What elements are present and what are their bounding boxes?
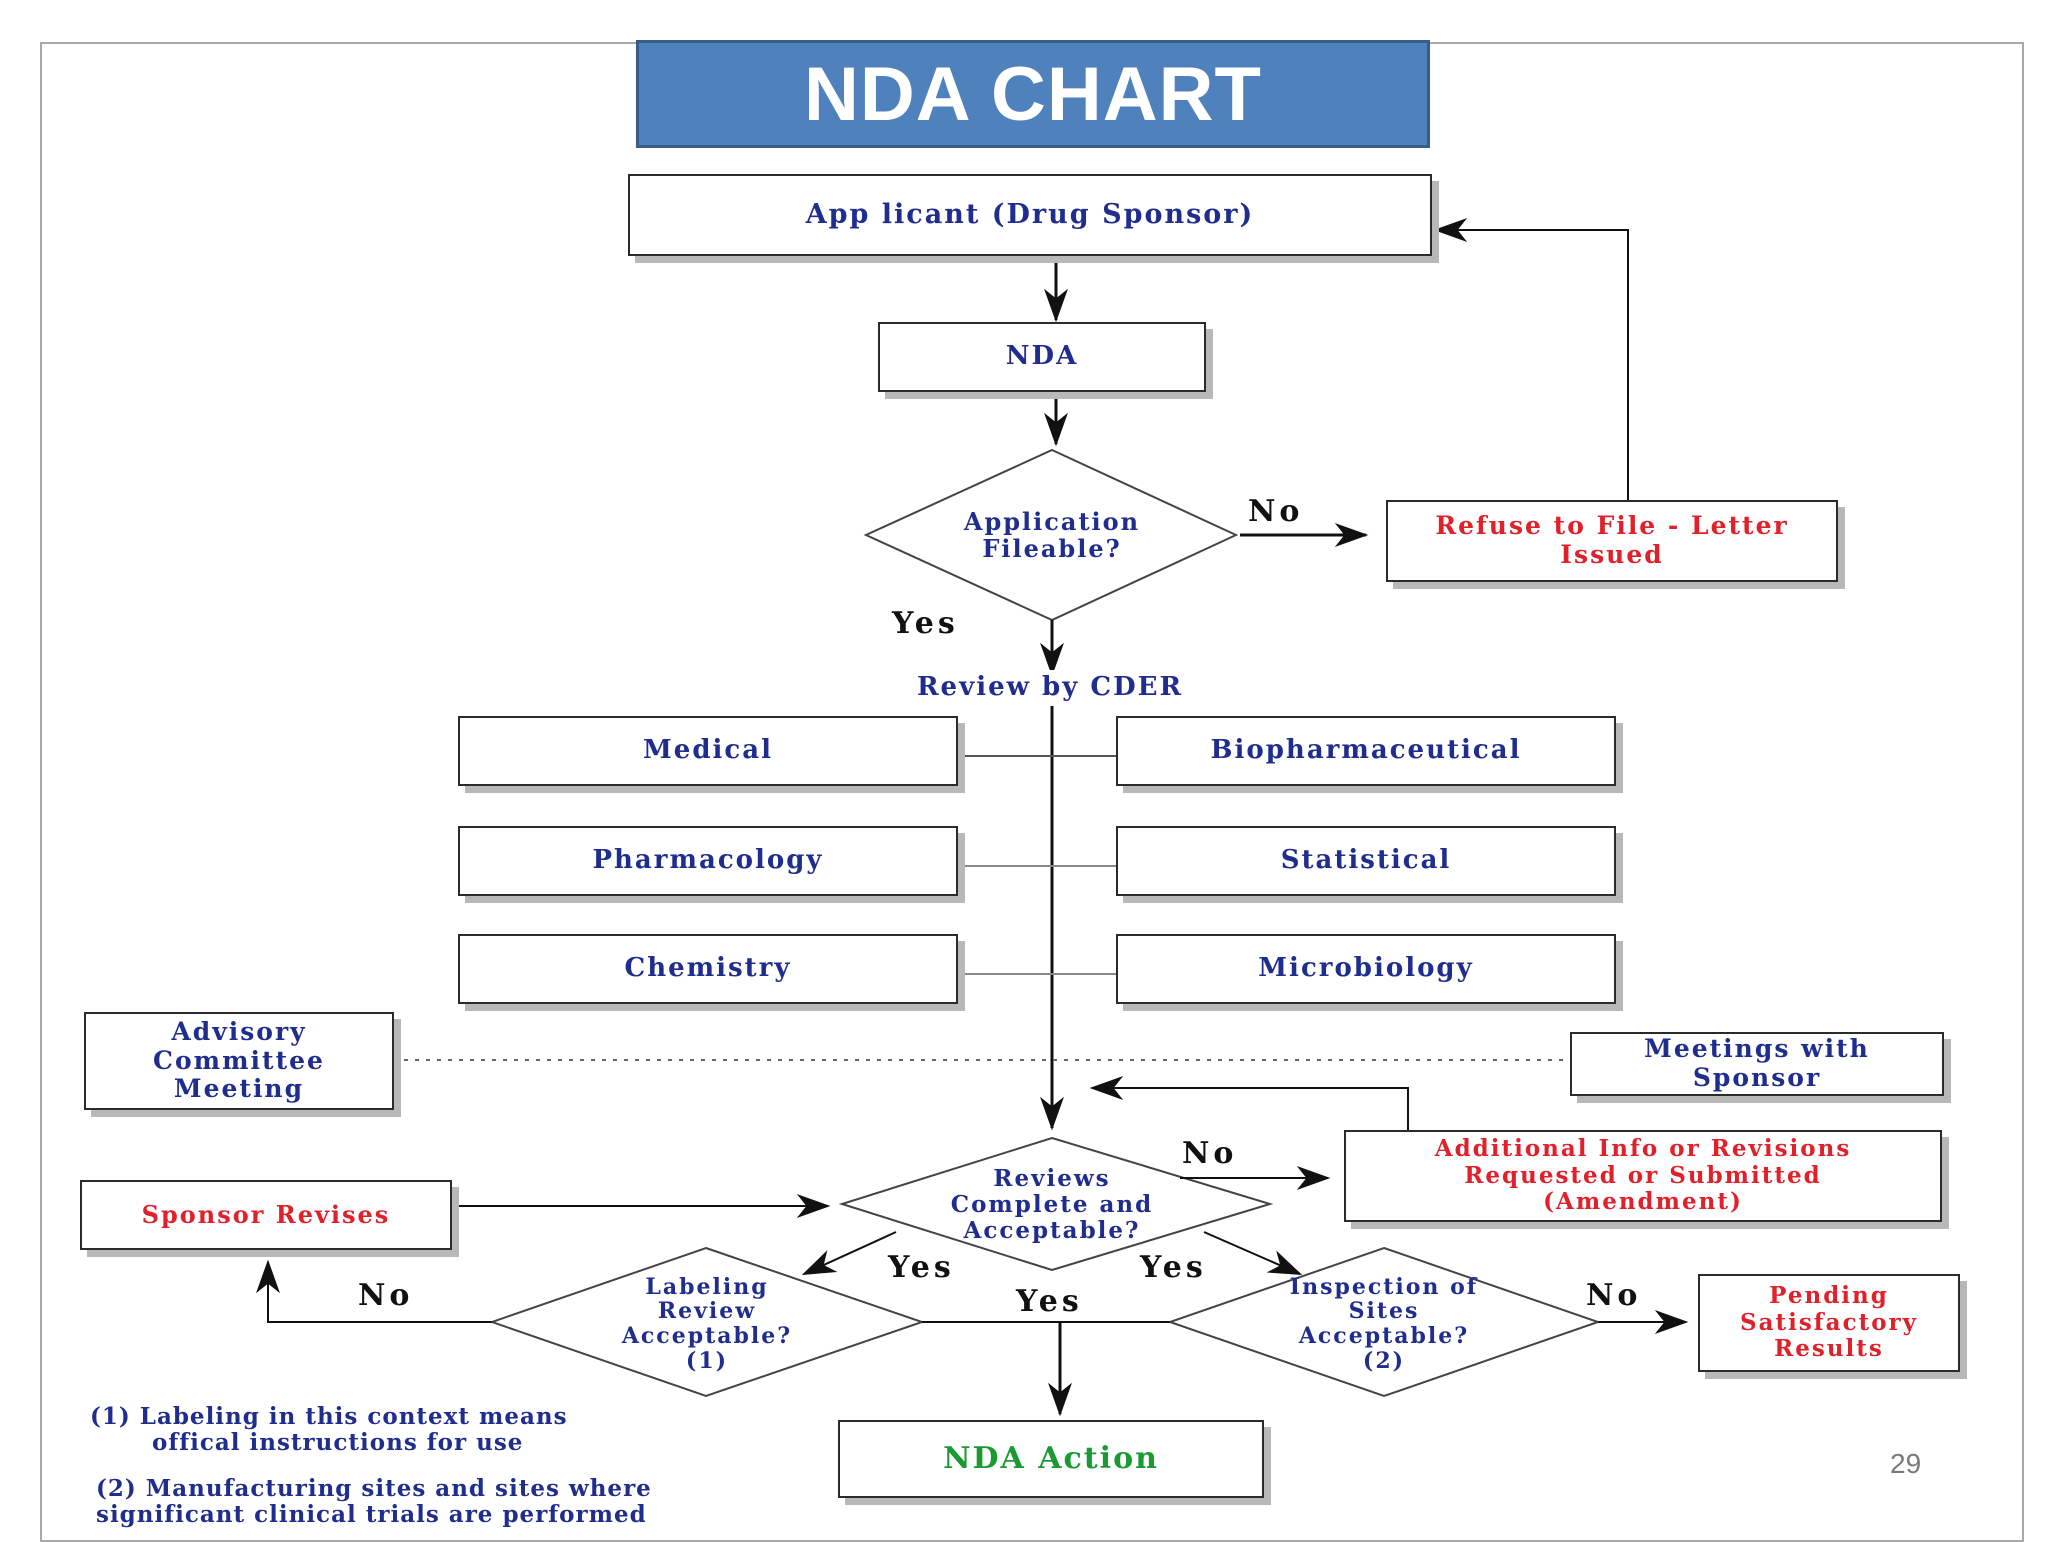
pharmacology-box: Pharmacology xyxy=(458,826,958,896)
statistical-label: Statistical xyxy=(1280,845,1452,876)
slide-frame xyxy=(40,42,2024,1542)
labeling-no-label: No xyxy=(358,1278,414,1313)
footnote-2-line-2: significant clinical trials are performe… xyxy=(96,1500,647,1528)
labeling-diamond xyxy=(488,1246,926,1398)
footnote-2: (2) Manufacturing sites and sites where … xyxy=(96,1476,652,1528)
advisory-label: Advisory Committee Meeting xyxy=(153,1016,325,1104)
nda-action-label: NDA Action xyxy=(943,1440,1159,1476)
title-banner: NDA CHART xyxy=(636,40,1430,148)
nda-action-box: NDA Action xyxy=(838,1420,1264,1498)
medical-label: Medical xyxy=(643,735,773,766)
additional-info-label: Additional Info or Revisions Requested o… xyxy=(1434,1135,1852,1216)
medical-box: Medical xyxy=(458,716,958,786)
meetings-box: Meetings with Sponsor xyxy=(1570,1032,1944,1096)
biopharm-label: Biopharmaceutical xyxy=(1210,735,1522,766)
applicant-label: App licant (Drug Sponsor) xyxy=(805,199,1255,231)
edge-labeling-no xyxy=(256,1259,492,1323)
page-number: 29 xyxy=(1890,1448,1922,1479)
pending-label: Pending Satisfactory Results xyxy=(1739,1282,1919,1363)
additional-info-box: Additional Info or Revisions Requested o… xyxy=(1344,1130,1942,1222)
fileable-label: Application Fileable? xyxy=(963,507,1141,563)
footnote-1: (1) Labeling in this context means offic… xyxy=(90,1404,568,1456)
pending-box: Pending Satisfactory Results xyxy=(1698,1274,1960,1372)
refuse-box: Refuse to File - Letter Issued xyxy=(1386,500,1838,582)
nda-box: NDA xyxy=(878,322,1206,392)
inspection-diamond xyxy=(1166,1246,1602,1398)
inspection-label: Inspection of Sites Acceptable? (2) xyxy=(1289,1273,1479,1374)
biopharm-box: Biopharmaceutical xyxy=(1116,716,1616,786)
refuse-label: Refuse to File - Letter Issued xyxy=(1435,511,1789,569)
microbiology-label: Microbiology xyxy=(1258,953,1474,984)
advisory-box: Advisory Committee Meeting xyxy=(84,1012,394,1110)
sponsor-revises-label: Sponsor Revises xyxy=(141,1200,391,1230)
microbiology-box: Microbiology xyxy=(1116,934,1616,1004)
edge-reviews-inspection xyxy=(1203,1231,1303,1275)
labeling-label: Labeling Review Acceptable? (1) xyxy=(621,1273,793,1374)
applicant-box: App licant (Drug Sponsor) xyxy=(628,174,1432,256)
statistical-box: Statistical xyxy=(1116,826,1616,896)
fileable-no-label: No xyxy=(1248,494,1304,529)
reviews-yes-left-label: Yes xyxy=(888,1250,955,1285)
meetings-label: Meetings with Sponsor xyxy=(1644,1034,1870,1092)
review-by-cder-label: Review by CDER xyxy=(860,670,1240,706)
nda-label: NDA xyxy=(1005,341,1079,372)
pharmacology-label: Pharmacology xyxy=(592,845,824,876)
edge-reviews-labeling xyxy=(801,1231,897,1275)
page-title: NDA CHART xyxy=(804,51,1262,137)
reviews-complete-label: Reviews Complete and Acceptable? xyxy=(950,1165,1154,1244)
chemistry-box: Chemistry xyxy=(458,934,958,1004)
footnote-2-line-1: (2) Manufacturing sites and sites where xyxy=(96,1475,652,1502)
reviews-yes-right-label: Yes xyxy=(1140,1250,1207,1285)
action-yes-label: Yes xyxy=(1016,1284,1083,1319)
reviews-no-label: No xyxy=(1182,1136,1238,1171)
footnote-1-line-2: offical instructions for use xyxy=(152,1428,524,1456)
chemistry-label: Chemistry xyxy=(624,953,792,984)
footnote-1-line-1: (1) Labeling in this context means xyxy=(90,1403,568,1430)
sponsor-revises-box: Sponsor Revises xyxy=(80,1180,452,1250)
inspection-no-label: No xyxy=(1586,1278,1642,1313)
reviews-diamond xyxy=(838,1136,1274,1272)
fileable-yes-label: Yes xyxy=(892,606,959,641)
edge-additional-to-spine xyxy=(1089,1076,1409,1130)
edge-refuse-applicant xyxy=(1433,218,1629,500)
